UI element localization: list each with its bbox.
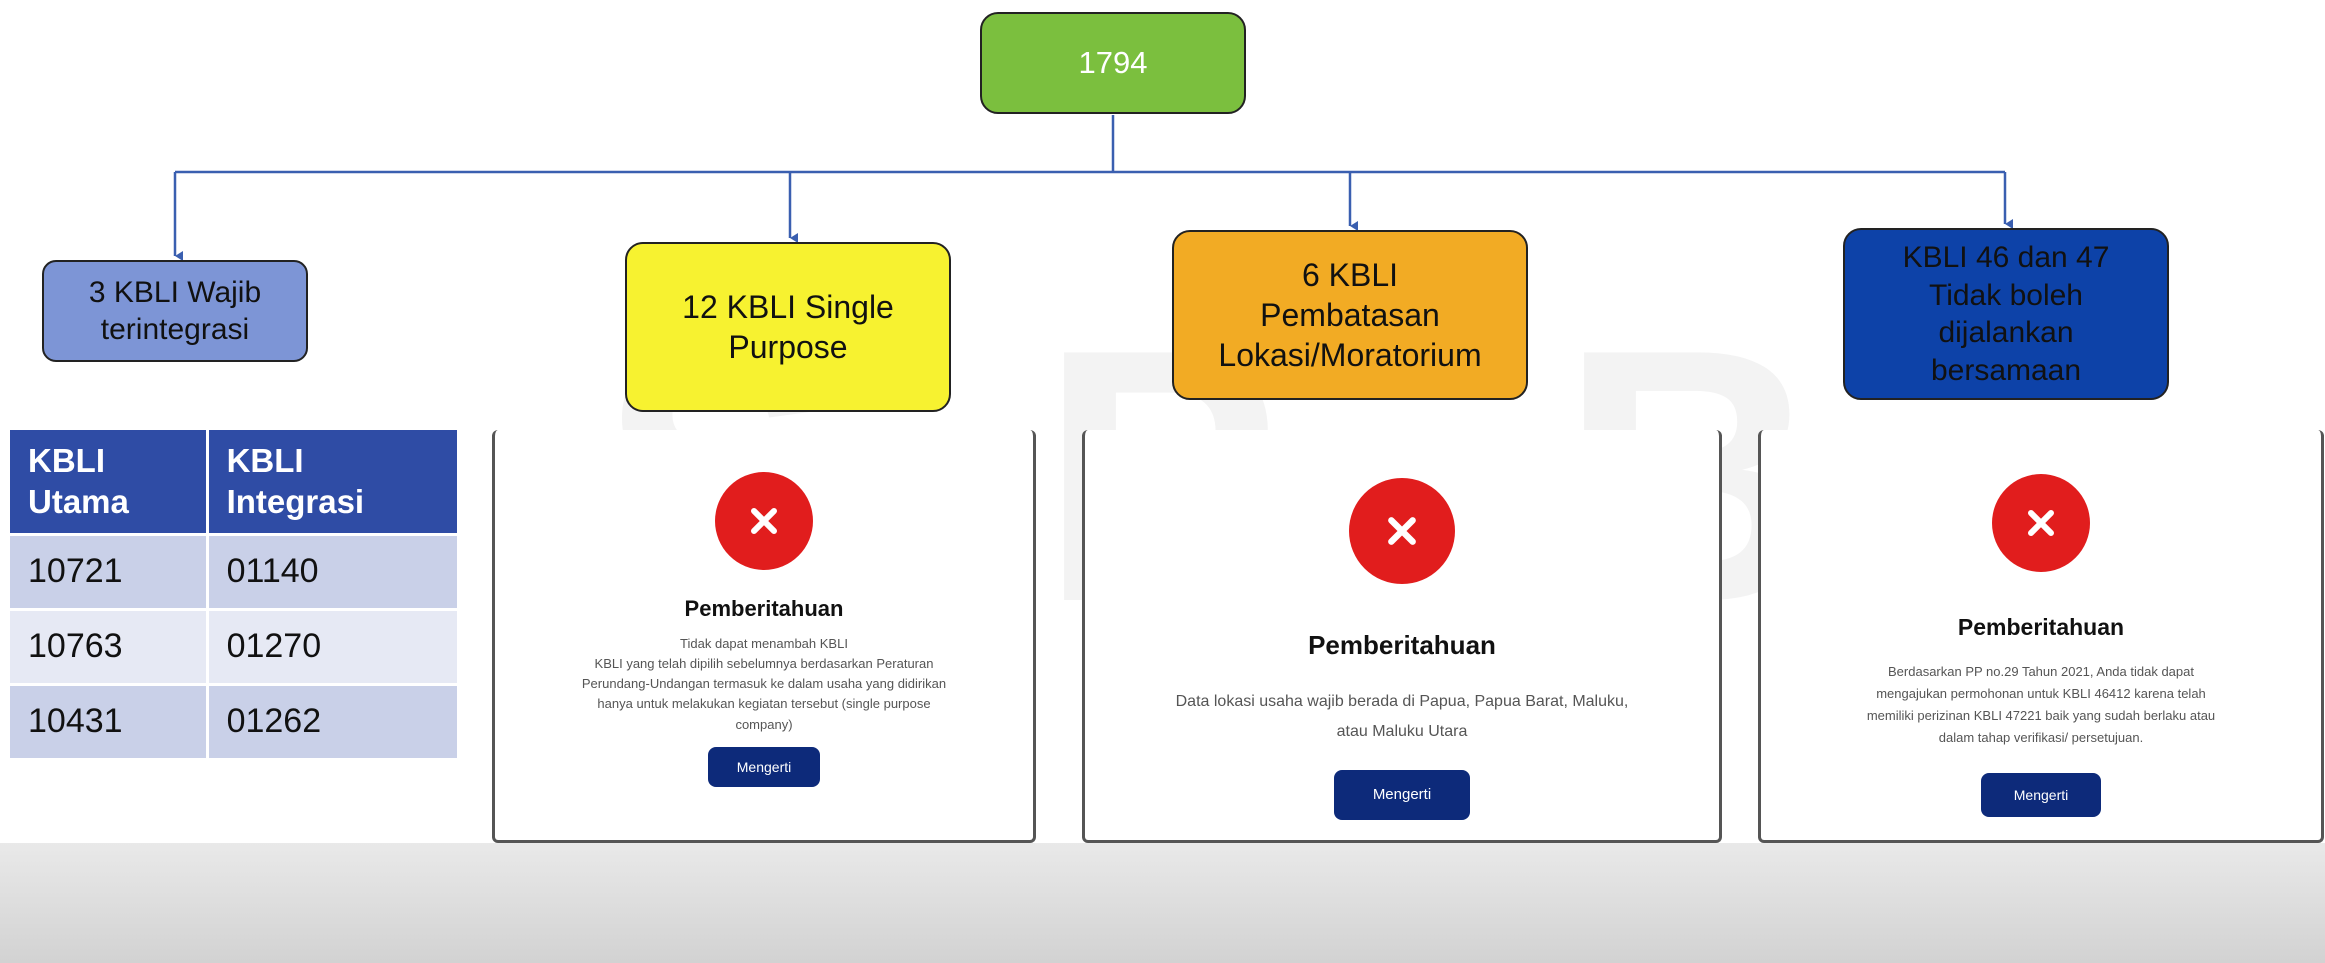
table-cell: 10431 [10, 682, 209, 758]
card-title: Pemberitahuan [1308, 630, 1496, 660]
table-cell: 01262 [207, 682, 461, 758]
table-cell: 10721 [10, 532, 209, 609]
table-cell: 01270 [207, 607, 461, 684]
root-label: 1794 [1078, 44, 1148, 80]
table-cell: 01140 [207, 532, 461, 609]
card-title: Pemberitahuan [1957, 614, 2125, 640]
notification-card-lokasi: Pemberitahuan Data lokasi usaha wajib be… [1082, 430, 1722, 843]
branch-label: 6 KBLI Pembatasan Lokasi/Moratorium [1218, 257, 1482, 373]
branch-single-purpose: 12 KBLI Single Purpose [625, 242, 951, 412]
mengerti-button[interactable]: Mengerti [1334, 769, 1470, 820]
card-message: Berdasarkan PP no.29 Tahun 2021, Anda ti… [1866, 664, 2216, 746]
mengerti-button[interactable]: Mengerti [708, 746, 820, 787]
mengerti-button[interactable]: Mengerti [1981, 773, 2101, 818]
table-row: 10431 01262 [10, 682, 461, 758]
close-icon [1992, 474, 2090, 572]
header-kbli-utama: KBLI Utama [10, 430, 209, 534]
root-node: 1794 [980, 12, 1246, 114]
notification-card-kbli-46-47: Pemberitahuan Berdasarkan PP no.29 Tahun… [1758, 430, 2324, 843]
table-cell: 10763 [10, 607, 209, 684]
bottom-bar [0, 843, 2325, 963]
header-kbli-integrasi: KBLI Integrasi [207, 430, 461, 534]
card-message: Data lokasi usaha wajib berada di Papua,… [1175, 693, 1629, 741]
branch-label: KBLI 46 dan 47 Tidak boleh dijalankan be… [1902, 241, 2110, 387]
card-message: Tidak dapat menambah KBLI KBLI yang tela… [581, 636, 947, 732]
branch-kbli-46-47: KBLI 46 dan 47 Tidak boleh dijalankan be… [1843, 228, 2169, 400]
notification-card-single-purpose: Pemberitahuan Tidak dapat menambah KBLI … [492, 430, 1036, 843]
branch-pembatasan-lokasi: 6 KBLI Pembatasan Lokasi/Moratorium [1172, 230, 1528, 400]
kbli-table: KBLI Utama KBLI Integrasi 10721 01140 10… [10, 430, 461, 758]
card-title: Pemberitahuan [684, 596, 844, 621]
branch-label: 12 KBLI Single Purpose [682, 289, 894, 365]
close-icon [715, 472, 813, 570]
table-row: 10763 01270 [10, 607, 461, 684]
branch-label: 3 KBLI Wajib terintegrasi [88, 275, 262, 347]
table-header-row: KBLI Utama KBLI Integrasi [10, 430, 461, 534]
branch-wajib-terintegrasi: 3 KBLI Wajib terintegrasi [42, 260, 308, 362]
close-icon [1349, 478, 1455, 584]
table-row: 10721 01140 [10, 532, 461, 609]
